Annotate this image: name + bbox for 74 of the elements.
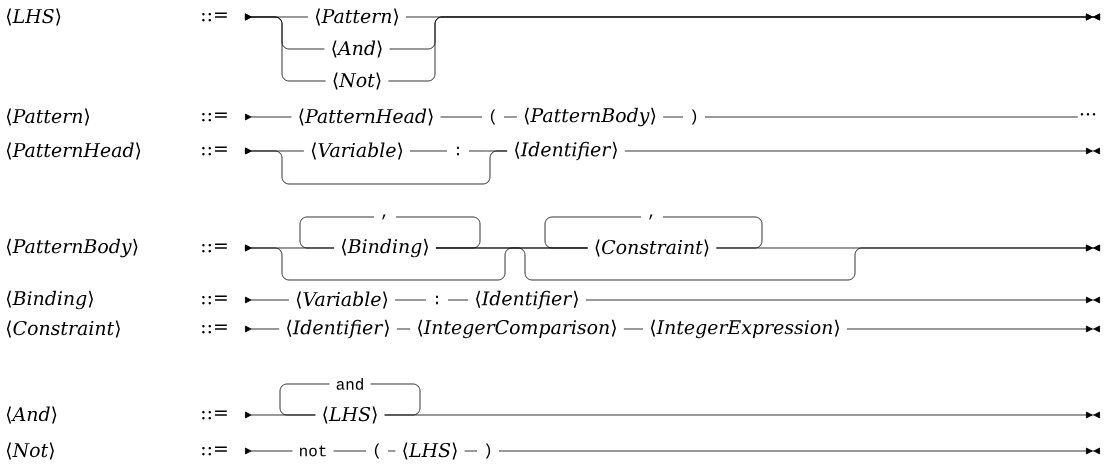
rail-line — [333, 450, 367, 452]
rule-name: ⟨And⟩ — [6, 406, 57, 424]
rail-line — [245, 447, 293, 455]
rule-name: ⟨PatternBody⟩ — [6, 238, 138, 258]
rule-name: ⟨Pattern⟩ — [6, 108, 90, 126]
definition-sign: ::= — [202, 446, 227, 456]
rule-name: ⟨Binding⟩ — [6, 290, 93, 310]
rail-line — [440, 116, 483, 118]
rail-line — [245, 325, 280, 333]
rail-line — [544, 216, 642, 249]
rail-line — [662, 216, 763, 249]
nonterminal-symbol: ⟨PatternHead⟩ — [299, 108, 433, 126]
rail-line — [245, 113, 292, 121]
nonterminal-symbol: ⟨Variable⟩ — [311, 142, 403, 160]
rail-line — [245, 296, 290, 304]
definition-sign: ::= — [202, 324, 227, 334]
rail-line — [585, 296, 1100, 304]
terminal-symbol: and — [336, 378, 363, 390]
rail-line — [245, 13, 326, 82]
terminal-symbol: ( — [374, 443, 380, 459]
rail-line — [846, 325, 1100, 333]
definition-sign: ::= — [202, 112, 227, 122]
nonterminal-symbol: ⟨LHS⟩ — [323, 406, 377, 424]
nonterminal-symbol: ⟨PatternBody⟩ — [524, 107, 656, 127]
nonterminal-symbol: ⟨LHS⟩ — [403, 442, 457, 460]
terminal-symbol: : — [436, 295, 438, 305]
rail-line — [370, 383, 421, 416]
rail-line — [396, 328, 411, 330]
rule-name: ⟨Constraint⟩ — [6, 320, 120, 338]
terminal-symbol: not — [300, 445, 326, 457]
rail-line — [623, 328, 644, 330]
rail-line — [279, 383, 330, 416]
definition-sign: ::= — [202, 243, 227, 253]
nonterminal-symbol: ⟨Variable⟩ — [296, 291, 388, 309]
definition-sign: ::= — [202, 410, 227, 420]
terminal-symbol: ) — [691, 109, 697, 125]
terminal-symbol: , — [382, 214, 386, 220]
rail-line — [299, 216, 375, 249]
rail-line — [704, 116, 1079, 118]
rail-line — [503, 116, 518, 118]
rail-line — [388, 13, 1100, 82]
rail-line — [464, 450, 478, 452]
nonterminal-symbol: ⟨Constraint⟩ — [595, 239, 709, 257]
rail-line — [384, 411, 1100, 419]
definition-sign: ::= — [202, 146, 227, 156]
nonterminal-symbol: ⟨And⟩ — [332, 40, 382, 58]
rail-line — [409, 150, 448, 152]
nonterminal-symbol: ⟨Identifier⟩ — [476, 290, 578, 310]
rule-name: ⟨Not⟩ — [6, 442, 54, 460]
rail-line — [245, 147, 508, 185]
rail-line — [498, 447, 1100, 455]
nonterminal-symbol: ⟨Not⟩ — [333, 72, 381, 90]
rail-line — [662, 116, 684, 118]
terminal-symbol: ( — [490, 109, 496, 125]
rail-line — [394, 299, 427, 301]
nonterminal-symbol: ⟨IntegerComparison⟩ — [418, 319, 616, 339]
rail-line — [716, 244, 1100, 252]
definition-sign: ::= — [202, 295, 227, 305]
rail-line — [624, 147, 1100, 155]
definition-sign: ::= — [202, 12, 227, 22]
rail-line — [395, 216, 481, 249]
nonterminal-symbol: ⟨Identifier⟩ — [287, 319, 389, 339]
rule-name: ⟨PatternHead⟩ — [6, 142, 141, 160]
nonterminal-symbol: ⟨Pattern⟩ — [315, 8, 399, 26]
rail-line — [387, 450, 396, 452]
nonterminal-symbol: ⟨Binding⟩ — [342, 238, 428, 258]
terminal-symbol: , — [649, 214, 653, 220]
rail-line — [447, 299, 469, 301]
terminal-symbol: ) — [485, 443, 491, 459]
nonterminal-symbol: ⟨IntegerExpression⟩ — [650, 319, 840, 339]
rule-name: ⟨LHS⟩ — [6, 8, 61, 26]
ellipsis: ··· — [1080, 113, 1096, 116]
terminal-symbol: : — [457, 146, 459, 156]
nonterminal-symbol: ⟨Identifier⟩ — [515, 141, 617, 161]
